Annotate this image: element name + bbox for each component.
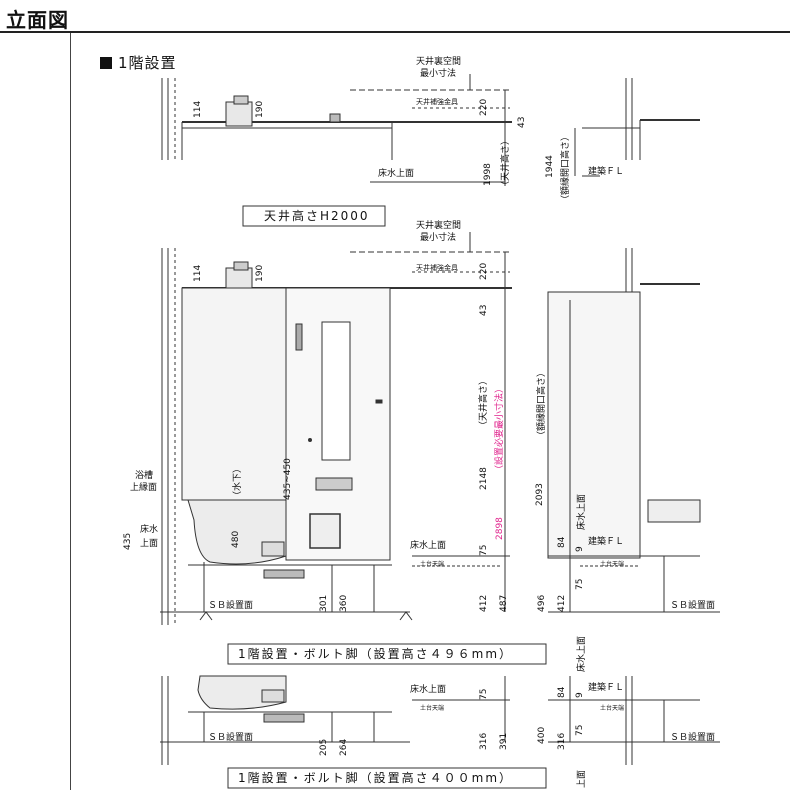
dim-412-right: 412	[557, 595, 567, 612]
page-title: 立面図	[6, 8, 69, 32]
label-kaiko-mid: （額縁開口高さ）	[535, 368, 547, 440]
dim-301: 301	[319, 595, 329, 612]
dim-2148: 2148	[479, 467, 489, 490]
label-kenchiku-top: 建築ＦＬ	[588, 165, 624, 177]
dim-391: 391	[499, 733, 509, 750]
label-sb-bot-right: ＳＢ設置面	[670, 731, 715, 743]
label-yukamizu-bot-right: 床水上面	[575, 636, 587, 672]
dim-75-right: 75	[575, 579, 585, 590]
caption-box-ceiling	[242, 205, 386, 227]
dim-43-mid: 43	[479, 305, 489, 316]
label-daitenban-bot: 土台天端	[420, 704, 444, 712]
label-yukamizu-top: 床水上面	[378, 167, 414, 179]
label-kaiko-top: （額縁開口高さ）	[559, 132, 571, 204]
dim-480: 480	[231, 531, 241, 548]
dim-496: 496	[537, 595, 547, 612]
section-label: 1階設置	[118, 54, 177, 72]
dim-9-bot: 9	[575, 692, 585, 698]
label-kenchiku-mid: 建築ＦＬ	[588, 535, 624, 547]
label-daitenban-bot-right: 土台天端	[600, 704, 624, 712]
label-daitenban-mid: 土台天端	[420, 560, 444, 568]
dim-412-mid: 412	[479, 595, 489, 612]
header-bar: 立面図	[0, 0, 790, 34]
dim-360: 360	[339, 595, 349, 612]
dim-114-top: 114	[193, 101, 203, 118]
label-sb-bot-left: ＳＢ設置面	[208, 731, 253, 743]
label-sb-left: ＳＢ設置面	[208, 599, 253, 611]
label-ura1-mid: 天井裏空間	[416, 219, 461, 231]
dim-84-mid: 84	[557, 536, 567, 548]
dim-2093: 2093	[535, 483, 545, 506]
caption-ceiling: 天井高さH2000	[264, 208, 370, 223]
label-sb-right: ＳＢ設置面	[670, 599, 715, 611]
dim-43-top: 43	[517, 117, 527, 128]
caption-box-496	[227, 643, 547, 665]
dim-264: 264	[339, 739, 349, 756]
label-mizu: （水下）	[231, 464, 243, 500]
label-tub-rim-1: 浴槽	[135, 469, 153, 481]
label-ura1-top: 天井裏空間	[416, 55, 461, 67]
dim-84-bot: 84	[557, 686, 567, 698]
label-daitenban-right: 土台天端	[600, 560, 624, 568]
dim-9-mid: 9	[575, 546, 585, 552]
dim-114-mid: 114	[193, 265, 203, 282]
dim-75-bot-right: 75	[575, 725, 585, 736]
dim-435-450: 435~450	[283, 458, 293, 500]
label-yukamizu-bot: 床水上面	[410, 683, 446, 695]
left-margin-rule	[70, 33, 71, 790]
label-yuka-2: 上面	[140, 538, 158, 549]
dim-487: 487	[499, 595, 509, 612]
caption-bolt-400: 1階設置・ボルト脚（設置高さ４００mm）	[238, 770, 513, 785]
dim-1944: 1944	[545, 155, 555, 178]
dim-75-mid: 75	[479, 545, 489, 556]
diagram-bolt-496	[160, 232, 720, 625]
dim-220-top: 220	[479, 99, 489, 116]
label-ura2-top: 最小寸法	[420, 67, 456, 79]
dim-75-bot: 75	[479, 689, 489, 700]
label-tenjo-mid: （天井高さ）	[477, 376, 489, 430]
dim-400: 400	[537, 727, 547, 744]
diagram-ceiling-h2000	[161, 74, 700, 186]
section-title: 1階設置	[100, 52, 177, 73]
dim-190-top: 190	[255, 101, 265, 118]
dim-1998: 1998	[483, 163, 493, 186]
label-secchi: （設置必要最小寸法）	[493, 384, 505, 474]
label-yuka-1: 床水	[140, 523, 158, 535]
label-hokyo-top: 天井補強金具	[416, 97, 458, 106]
diagram-bolt-400	[160, 675, 720, 765]
label-tenjo-top: （天井高さ）	[499, 136, 511, 190]
label-hokyo-mid: 天井補強金具	[416, 263, 458, 272]
label-tub-rim-2: 上縁面	[130, 481, 157, 493]
caption-box-400	[227, 767, 547, 789]
header-rule	[0, 31, 790, 33]
dim-2898: 2898	[495, 517, 505, 540]
square-bullet-icon	[100, 57, 112, 69]
dim-435: 435	[123, 533, 133, 550]
label-yukamizu-right: 床水上面	[575, 494, 587, 530]
dim-316-bot: 316	[479, 733, 489, 750]
label-yukamizu-mid: 床水上面	[410, 539, 446, 551]
dim-316-right: 316	[557, 733, 567, 750]
caption-bolt-496: 1階設置・ボルト脚（設置高さ４９６mm）	[238, 646, 513, 661]
dim-190-mid: 190	[255, 265, 265, 282]
label-yuka2-bot: 上面	[576, 770, 587, 788]
dim-205: 205	[319, 739, 329, 756]
dim-220-mid: 220	[479, 263, 489, 280]
label-ura2-mid: 最小寸法	[420, 231, 456, 243]
label-kenchiku-bot: 建築ＦＬ	[588, 681, 624, 693]
